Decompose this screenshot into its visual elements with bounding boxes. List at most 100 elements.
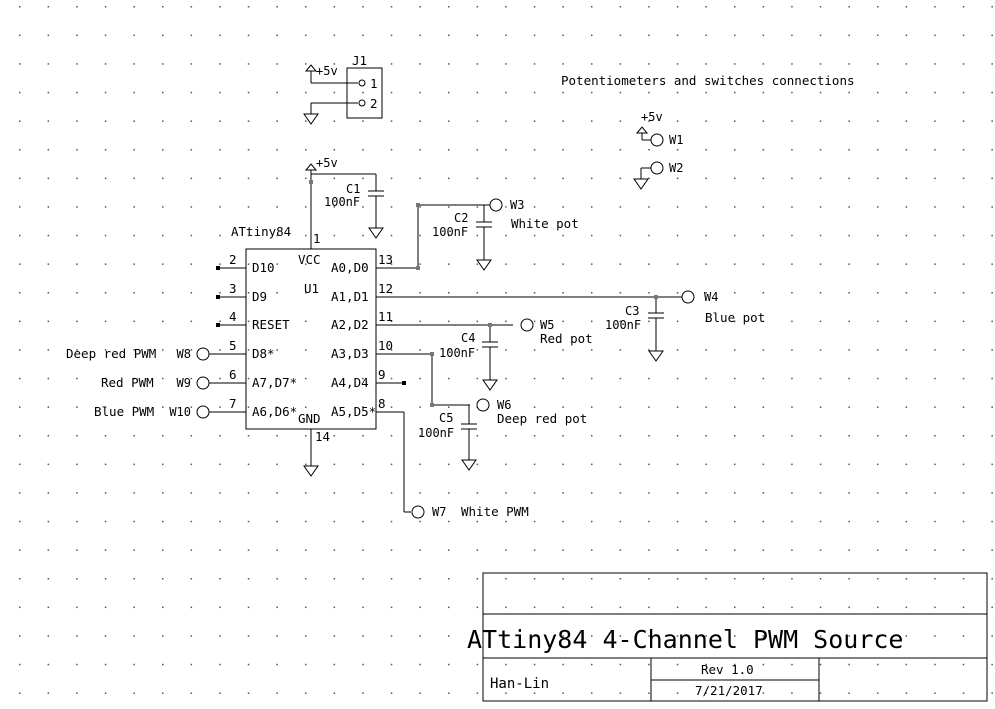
ic-pin-name: A0,D0 <box>331 260 369 275</box>
title-block-revision: Rev 1.0 <box>701 662 754 677</box>
capacitor-c1-ref: C1 <box>346 182 360 196</box>
ic-pin-number: 12 <box>378 281 393 296</box>
capacitor-c2-value: 100nF <box>432 225 468 239</box>
ic-pin-number: 5 <box>229 338 237 353</box>
nets <box>403 204 682 513</box>
ic-pin-left: 6 A7,D7* <box>209 367 297 390</box>
ic-pin-number: 6 <box>229 367 237 382</box>
ic-pin-number: 7 <box>229 396 237 411</box>
ground-symbol-w2 <box>633 167 651 190</box>
power-symbol-w1 <box>635 126 651 141</box>
ic-right-pins: 13 A0,D0 12 A1,D1 11 A2,D2 10 A3,D3 9 A4… <box>331 252 406 419</box>
ic-pin-right: 13 A0,D0 <box>331 252 404 275</box>
wire-label: Deep red PWM <box>66 346 156 361</box>
title-block-date: 7/21/2017 <box>695 683 763 698</box>
wire-pad-w6[interactable]: W6 Deep red pot <box>476 398 587 426</box>
wire-pad-w4[interactable]: W4 Blue pot <box>681 290 765 325</box>
connector-j1-ref: J1 <box>352 53 367 68</box>
capacitor-c4-ref: C4 <box>461 331 475 345</box>
ic-pin-right: 10 A3,D3 <box>331 338 404 361</box>
ic-gnd-net <box>303 429 319 477</box>
ic-pin-name: A7,D7* <box>252 375 297 390</box>
ic-pin-name: A4,D4 <box>331 375 369 390</box>
wire-ref: W4 <box>704 290 718 304</box>
power-symbol-j1 <box>304 64 318 72</box>
connector-j1-pin2: 2 <box>370 96 378 111</box>
ic-u1-body <box>245 248 377 430</box>
ic-pin-number: 4 <box>229 309 237 324</box>
ic-pin-right: 8 A5,D5* <box>331 396 404 419</box>
ic-pin-right: 11 A2,D2 <box>331 309 404 332</box>
ic-pin-left: 3 D9 <box>216 281 267 304</box>
ic-pin-name: A5,D5* <box>331 404 376 419</box>
ic-pin-name: A2,D2 <box>331 317 369 332</box>
ic-pin-number: 9 <box>378 367 386 382</box>
ic-vcc-label: VCC <box>298 252 321 267</box>
ic-pin-name: D9 <box>252 289 267 304</box>
title-block-title: ATtiny84 4-Channel PWM Source <box>467 625 904 654</box>
ic-pin-name: D8* <box>252 346 275 361</box>
wire-pad-w2[interactable]: W2 <box>650 161 683 175</box>
capacitor-c5-value: 100nF <box>418 426 454 440</box>
wire-pad-w1[interactable]: W1 <box>650 133 683 147</box>
ic-pin-number: 11 <box>378 309 393 324</box>
ic-pin-name: A3,D3 <box>331 346 369 361</box>
power-symbol-vcc <box>304 163 318 171</box>
wire-ref: W9 <box>177 376 191 390</box>
ic-pin-number: 2 <box>229 252 237 267</box>
ic-pin-number: 3 <box>229 281 237 296</box>
title-block-author: Han-Lin <box>490 676 549 692</box>
ic-gnd-pin: 14 <box>315 429 330 444</box>
connector-j1-pin1: 1 <box>370 76 378 91</box>
wire-ref: W7 <box>432 505 446 519</box>
wire-ref: W10 <box>169 405 191 419</box>
ic-pin-left: 5 D8* <box>209 338 275 361</box>
wire-label: Red pot <box>540 331 593 346</box>
net-junctions <box>416 203 658 407</box>
ic-left-pins: 2 D10 3 D9 4 RESET 5 D8* 6 A7,D7* 7 <box>209 252 297 419</box>
wire-ref: W3 <box>510 198 524 212</box>
capacitor-c3-ref: C3 <box>625 304 639 318</box>
ic-gnd-label: GND <box>298 411 321 426</box>
capacitor-c2-ref: C2 <box>454 211 468 225</box>
wire-ref: W8 <box>177 347 191 361</box>
ic-pin-name: D10 <box>252 260 275 275</box>
capacitor-c5-ref: C5 <box>439 411 453 425</box>
ic-pin-name: A1,D1 <box>331 289 369 304</box>
title-block <box>482 572 988 702</box>
vcc-net <box>309 170 384 249</box>
ic-pin-left: 2 D10 <box>216 252 275 275</box>
capacitor-c4-value: 100nF <box>439 346 475 360</box>
grid-dots <box>19 6 993 694</box>
ic-pin-left: 4 RESET <box>216 309 290 332</box>
schematic-note: Potentiometers and switches connections <box>561 73 855 88</box>
power-label-w1: +5v <box>641 110 663 124</box>
ic-pin-number: 13 <box>378 252 393 267</box>
ic-pin-right: 9 A4,D4 <box>331 367 406 390</box>
ic-pin-number: 8 <box>378 396 386 411</box>
wire-ref: W2 <box>669 161 683 175</box>
wire-pad-w9[interactable]: W9 Red PWM <box>101 375 210 390</box>
wire-label: Blue PWM <box>94 404 154 419</box>
capacitor-c3-value: 100nF <box>605 318 641 332</box>
wire-label: Blue pot <box>705 310 765 325</box>
wire-pad-w5[interactable]: W5 Red pot <box>520 318 593 346</box>
ground-symbol-j1 <box>303 113 319 125</box>
wire-ref: W6 <box>497 398 511 412</box>
wire-label: Deep red pot <box>497 411 587 426</box>
wire-pad-w7[interactable]: W7 White PWM <box>411 504 529 519</box>
ic-pin-name: RESET <box>252 317 290 332</box>
ic-pin-right: 12 A1,D1 <box>331 281 404 304</box>
ic-pin-left: 7 A6,D6* <box>209 396 297 419</box>
wire-ref: W1 <box>669 133 683 147</box>
ic-pin-name: A6,D6* <box>252 404 297 419</box>
wire-label: White pot <box>511 216 579 231</box>
wire-pad-w10[interactable]: W10 Blue PWM <box>94 404 210 419</box>
wire-pad-w3[interactable]: W3 White pot <box>489 198 579 231</box>
power-label-j1: +5v <box>316 64 338 78</box>
wire-ref: W5 <box>540 318 554 332</box>
power-label-vcc: +5v <box>316 156 338 170</box>
wire-pad-w8[interactable]: W8 Deep red PWM <box>66 346 210 361</box>
wire-label: Red PWM <box>101 375 154 390</box>
